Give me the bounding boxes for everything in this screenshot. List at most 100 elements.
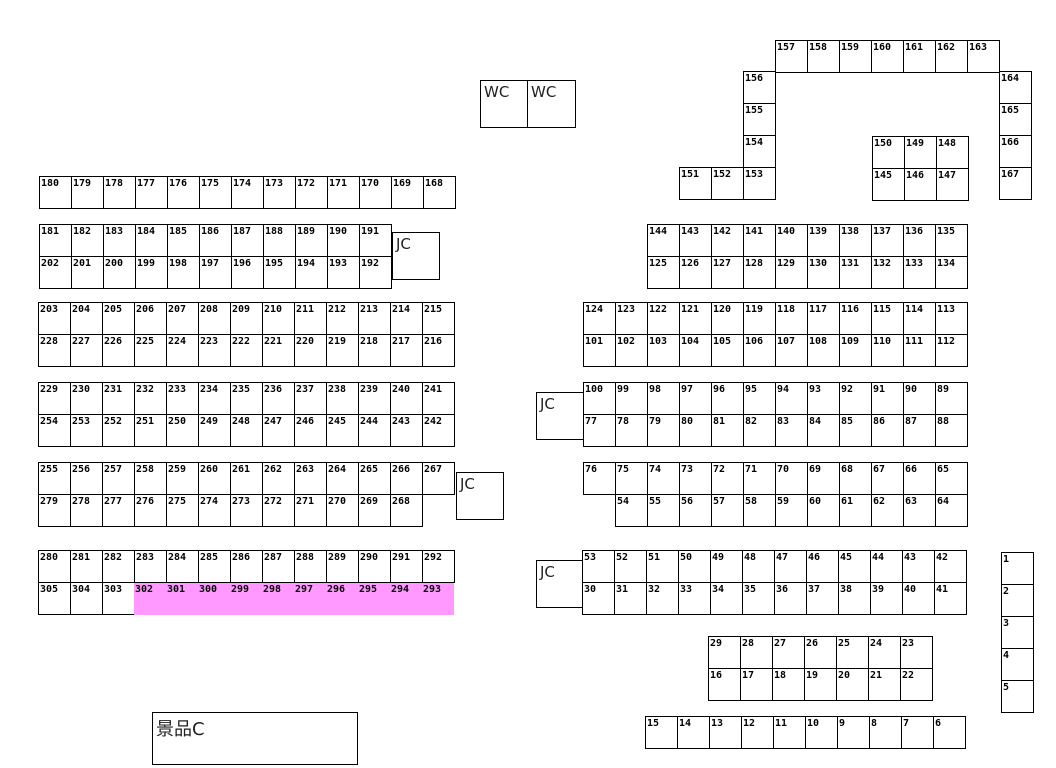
seat-230[interactable]: 230 [70,382,103,415]
seat-284[interactable]: 284 [166,550,199,583]
seat-127[interactable]: 127 [711,256,744,289]
seat-112[interactable]: 112 [935,334,968,367]
seat-270[interactable]: 270 [326,494,359,527]
seat-136[interactable]: 136 [903,224,936,257]
seat-241[interactable]: 241 [422,382,455,415]
seat-278[interactable]: 278 [70,494,103,527]
seat-287[interactable]: 287 [262,550,295,583]
seat-259[interactable]: 259 [166,462,199,495]
seat-142[interactable]: 142 [711,224,744,257]
seat-103[interactable]: 103 [647,334,680,367]
seat-8[interactable]: 8 [869,716,902,749]
seat-125[interactable]: 125 [647,256,680,289]
seat-154[interactable]: 154 [743,135,776,168]
seat-290[interactable]: 290 [358,550,391,583]
seat-279[interactable]: 279 [38,494,71,527]
seat-240[interactable]: 240 [390,382,423,415]
seat-138[interactable]: 138 [839,224,872,257]
seat-30[interactable]: 30 [582,582,615,615]
seat-245[interactable]: 245 [326,414,359,447]
seat-256[interactable]: 256 [70,462,103,495]
seat-263[interactable]: 263 [294,462,327,495]
seat-197[interactable]: 197 [199,256,232,289]
seat-282[interactable]: 282 [102,550,135,583]
seat-118[interactable]: 118 [775,302,808,335]
seat-163[interactable]: 163 [967,40,1000,73]
seat-161[interactable]: 161 [903,40,936,73]
seat-134[interactable]: 134 [935,256,968,289]
seat-92[interactable]: 92 [839,382,872,415]
seat-223[interactable]: 223 [198,334,231,367]
seat-254[interactable]: 254 [38,414,71,447]
seat-276[interactable]: 276 [134,494,167,527]
seat-65[interactable]: 65 [935,462,968,495]
seat-189[interactable]: 189 [295,224,328,257]
seat-298[interactable]: 298 [262,582,294,615]
seat-113[interactable]: 113 [935,302,968,335]
seat-295[interactable]: 295 [358,582,390,615]
seat-176[interactable]: 176 [167,176,200,209]
seat-27[interactable]: 27 [772,636,805,669]
seat-205[interactable]: 205 [102,302,135,335]
seat-253[interactable]: 253 [70,414,103,447]
seat-58[interactable]: 58 [743,494,776,527]
seat-273[interactable]: 273 [230,494,263,527]
seat-233[interactable]: 233 [166,382,199,415]
seat-50[interactable]: 50 [678,550,711,583]
seat-266[interactable]: 266 [390,462,423,495]
seat-87[interactable]: 87 [903,414,936,447]
seat-285[interactable]: 285 [198,550,231,583]
seat-171[interactable]: 171 [327,176,360,209]
seat-70[interactable]: 70 [775,462,808,495]
seat-143[interactable]: 143 [679,224,712,257]
seat-228[interactable]: 228 [38,334,71,367]
seat-106[interactable]: 106 [743,334,776,367]
seat-193[interactable]: 193 [327,256,360,289]
seat-55[interactable]: 55 [647,494,680,527]
seat-157[interactable]: 157 [775,40,808,73]
seat-302[interactable]: 302 [134,582,166,615]
seat-170[interactable]: 170 [359,176,392,209]
seat-40[interactable]: 40 [902,582,935,615]
seat-23[interactable]: 23 [900,636,933,669]
seat-59[interactable]: 59 [775,494,808,527]
seat-216[interactable]: 216 [422,334,455,367]
seat-213[interactable]: 213 [358,302,391,335]
seat-184[interactable]: 184 [135,224,168,257]
seat-57[interactable]: 57 [711,494,744,527]
seat-232[interactable]: 232 [134,382,167,415]
seat-239[interactable]: 239 [358,382,391,415]
seat-75[interactable]: 75 [615,462,648,495]
restroom-wc-2[interactable]: WC [527,80,576,128]
restroom-wc-1[interactable]: WC [480,80,528,128]
seat-120[interactable]: 120 [711,302,744,335]
seat-35[interactable]: 35 [742,582,775,615]
seat-159[interactable]: 159 [839,40,872,73]
seat-18[interactable]: 18 [772,668,805,701]
seat-22[interactable]: 22 [900,668,933,701]
seat-225[interactable]: 225 [134,334,167,367]
seat-231[interactable]: 231 [102,382,135,415]
seat-179[interactable]: 179 [71,176,104,209]
seat-21[interactable]: 21 [868,668,901,701]
seat-206[interactable]: 206 [134,302,167,335]
seat-62[interactable]: 62 [871,494,904,527]
seat-274[interactable]: 274 [198,494,231,527]
seat-114[interactable]: 114 [903,302,936,335]
seat-16[interactable]: 16 [708,668,741,701]
seat-191[interactable]: 191 [359,224,392,257]
seat-5[interactable]: 5 [1001,680,1034,713]
seat-39[interactable]: 39 [870,582,903,615]
seat-86[interactable]: 86 [871,414,904,447]
seat-99[interactable]: 99 [615,382,648,415]
seat-250[interactable]: 250 [166,414,199,447]
seat-108[interactable]: 108 [807,334,840,367]
seat-151[interactable]: 151 [679,167,712,200]
seat-164[interactable]: 164 [999,71,1032,104]
jc-area-1[interactable]: JC [392,232,440,280]
seat-194[interactable]: 194 [295,256,328,289]
seat-44[interactable]: 44 [870,550,903,583]
seat-272[interactable]: 272 [262,494,295,527]
seat-150[interactable]: 150 [872,136,905,169]
seat-128[interactable]: 128 [743,256,776,289]
